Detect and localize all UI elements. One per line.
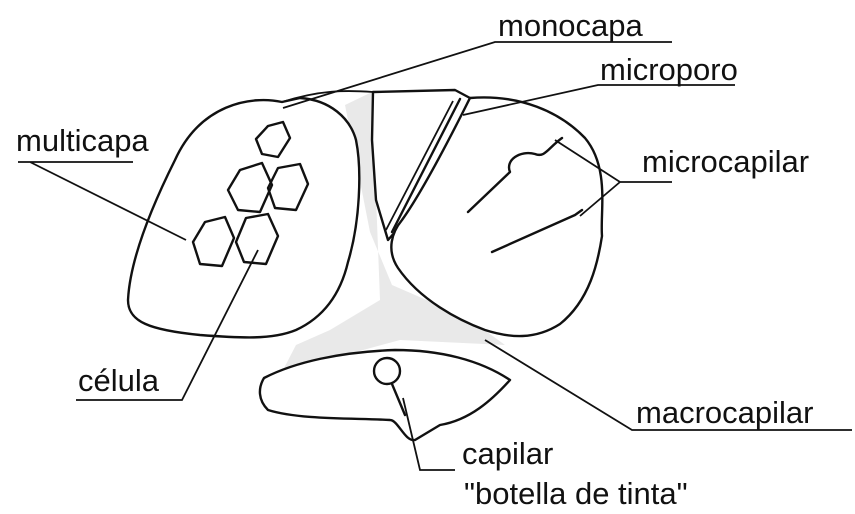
label-microcapilar: microcapilar (642, 146, 809, 177)
label-monocapa: monocapa (498, 10, 643, 41)
label-multicapa: multicapa (16, 125, 149, 156)
grain-left (128, 98, 359, 337)
label-botella-de-tinta: "botella de tinta" (464, 478, 688, 509)
label-capilar: capilar (462, 438, 553, 469)
label-microporo: microporo (600, 54, 738, 85)
label-celula: célula (78, 365, 159, 396)
grain-bottom (260, 350, 510, 440)
label-macrocapilar: macrocapilar (636, 397, 813, 428)
